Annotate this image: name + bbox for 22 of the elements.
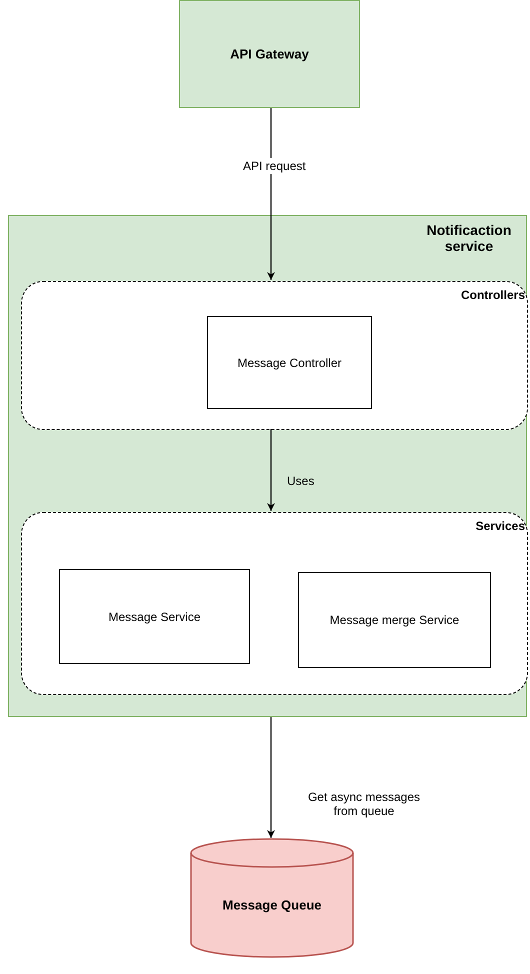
edge-label: API request bbox=[243, 158, 306, 174]
container-title: Services bbox=[476, 519, 525, 533]
container-title: Controllers bbox=[460, 288, 525, 302]
process-box bbox=[179, 0, 360, 108]
group-container bbox=[21, 281, 528, 430]
node-label: Message merge Service bbox=[328, 613, 460, 627]
node-label: Message Queue bbox=[222, 898, 322, 912]
node-label: Message Service bbox=[107, 610, 202, 624]
queue-cylinder bbox=[190, 838, 354, 958]
process-box bbox=[207, 316, 372, 409]
node-label: API Gateway bbox=[229, 46, 310, 62]
edge-label: Get async messages from queue bbox=[306, 790, 422, 818]
arrow bbox=[267, 717, 275, 838]
container-title: Notificaction service bbox=[426, 222, 512, 254]
arrow bbox=[267, 108, 275, 280]
process-box bbox=[298, 572, 491, 668]
arrow bbox=[267, 429, 275, 511]
group-container bbox=[21, 512, 528, 695]
process-box bbox=[59, 569, 250, 664]
node-label: Message Controller bbox=[236, 356, 343, 370]
edge-label: Uses bbox=[287, 474, 314, 488]
service-container bbox=[8, 215, 527, 717]
